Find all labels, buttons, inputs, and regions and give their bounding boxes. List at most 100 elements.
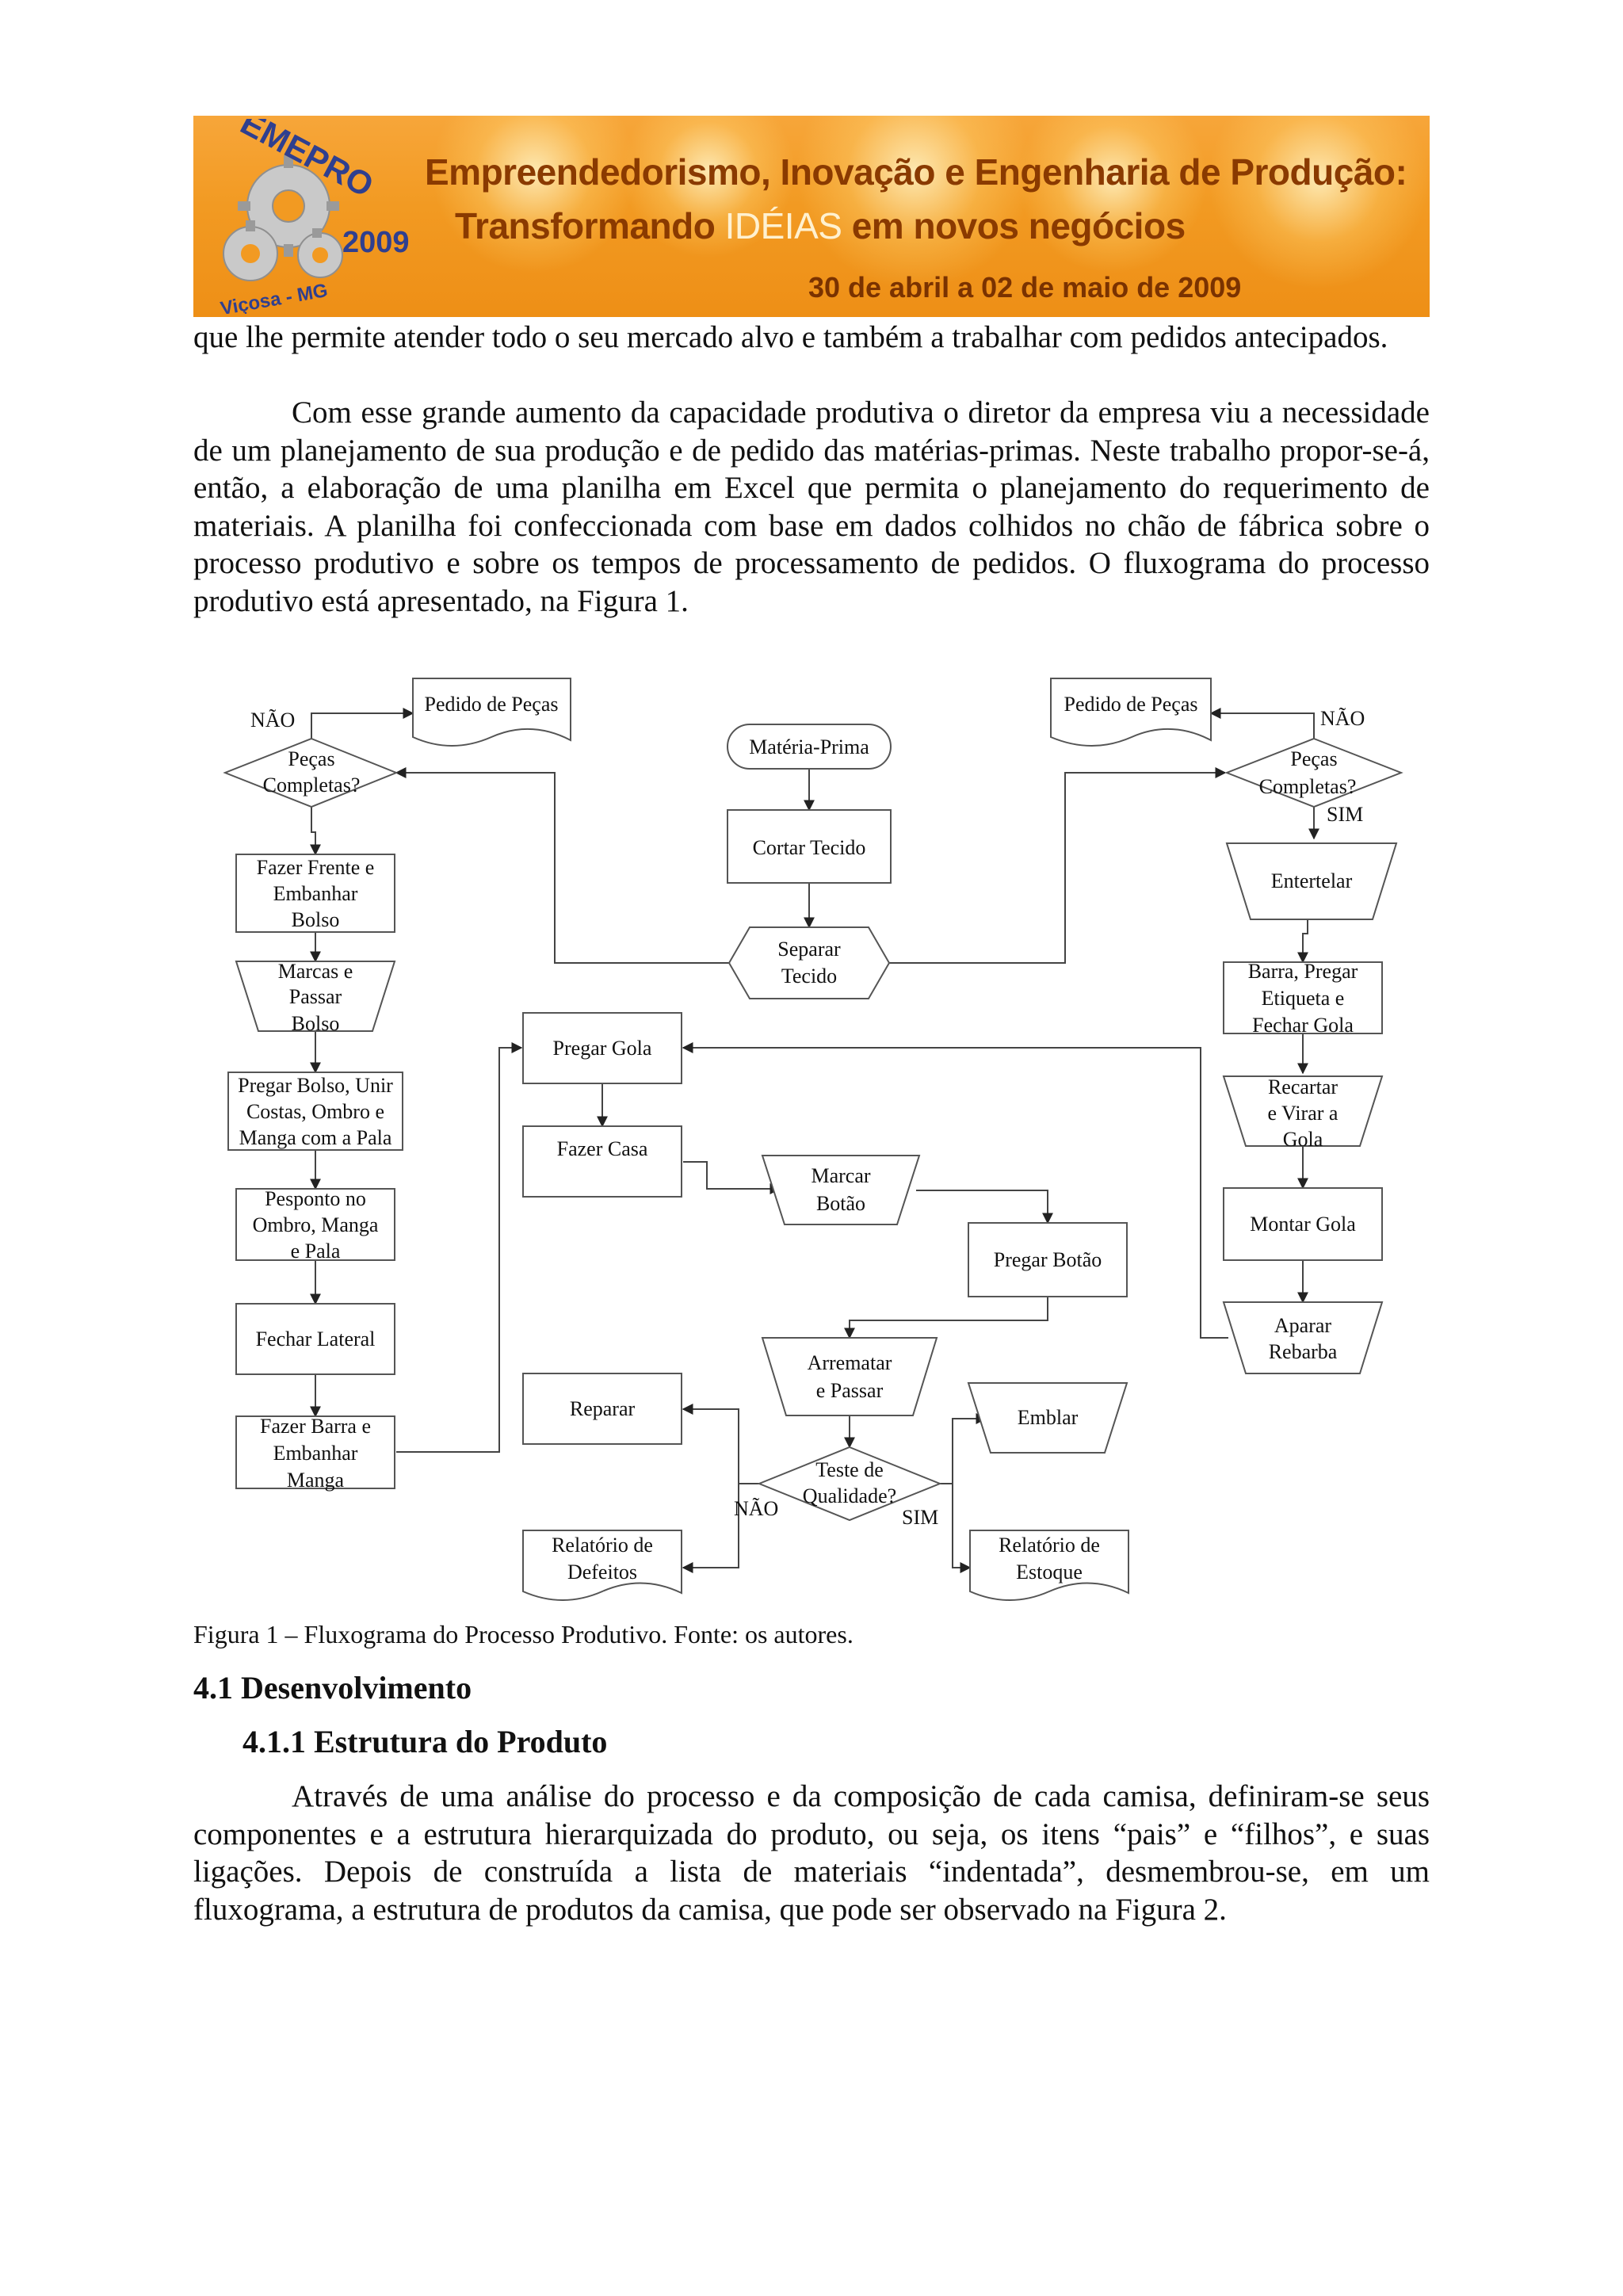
node-arrematar: Arrematar e Passar: [762, 1338, 937, 1415]
subsection-heading: 4.1.1 Estrutura do Produto: [242, 1723, 607, 1760]
node-aparar-rebarba: Aparar Rebarba: [1224, 1302, 1382, 1373]
svg-text:Montar Gola: Montar Gola: [1250, 1213, 1356, 1236]
svg-text:Relatório de: Relatório de: [552, 1534, 653, 1557]
svg-text:Estoque: Estoque: [1016, 1561, 1083, 1584]
svg-text:Entertelar: Entertelar: [1271, 869, 1353, 892]
svg-text:Fazer Frente e: Fazer Frente e: [257, 856, 375, 879]
node-pecas-completas-right: Peças Completas?: [1227, 739, 1401, 807]
edge-teste-emblar: [940, 1419, 986, 1484]
svg-text:Pregar Botão: Pregar Botão: [994, 1248, 1102, 1271]
svg-text:Peças: Peças: [1290, 747, 1337, 770]
svg-text:Fazer Casa: Fazer Casa: [557, 1137, 648, 1160]
svg-text:Gola: Gola: [1283, 1128, 1323, 1151]
svg-text:Defeitos: Defeitos: [567, 1561, 637, 1584]
svg-text:Pregar Gola: Pregar Gola: [553, 1037, 652, 1060]
svg-text:Embanhar: Embanhar: [273, 882, 358, 905]
node-relatorio-estoque: Relatório de Estoque: [970, 1530, 1128, 1600]
label-nao-left: NÃO: [250, 709, 295, 732]
svg-text:Emblar: Emblar: [1018, 1406, 1079, 1429]
svg-text:Embanhar: Embanhar: [273, 1442, 358, 1465]
svg-text:Reparar: Reparar: [570, 1397, 636, 1420]
node-fazer-frente: Fazer Frente e Embanhar Bolso: [236, 854, 395, 932]
node-pregar-bolso: Pregar Bolso, Unir Costas, Ombro e Manga…: [228, 1072, 403, 1150]
section-heading: 4.1 Desenvolvimento: [193, 1669, 472, 1706]
node-recartar: Recartar e Virar a Gola: [1224, 1075, 1382, 1151]
label-nao-right: NÃO: [1320, 707, 1365, 730]
svg-text:Completas?: Completas?: [1259, 775, 1357, 798]
svg-text:Marcar: Marcar: [811, 1164, 870, 1187]
node-cortar-tecido: Cortar Tecido: [727, 810, 891, 883]
node-pecas-completas-left: Peças Completas?: [225, 739, 396, 807]
node-pedido-pecas-left: Pedido de Peças: [413, 678, 571, 746]
node-fazer-barra: Fazer Barra e Embanhar Manga: [236, 1415, 395, 1492]
node-emblar: Emblar: [968, 1383, 1127, 1453]
svg-text:Bolso: Bolso: [292, 1012, 340, 1035]
paragraph-3: Através de uma análise do processo e da …: [193, 1778, 1430, 1928]
edge-fazerbarra-pregargola: [396, 1048, 521, 1452]
svg-text:Ombro, Manga: Ombro, Manga: [253, 1213, 379, 1236]
svg-text:Fechar Gola: Fechar Gola: [1252, 1014, 1354, 1037]
edge-pregarbotao-arrematar: [850, 1297, 1048, 1338]
svg-text:Tecido: Tecido: [781, 965, 837, 988]
node-reparar: Reparar: [523, 1373, 682, 1444]
node-pregar-gola: Pregar Gola: [523, 1013, 682, 1083]
edge-teste-reparar: [683, 1409, 761, 1484]
svg-text:e Passar: e Passar: [816, 1379, 884, 1402]
node-materia-prima: Matéria-Prima: [727, 724, 891, 769]
svg-text:Peças: Peças: [288, 747, 334, 770]
node-relatorio-defeitos: Relatório de Defeitos: [523, 1530, 682, 1600]
svg-text:Manga com a Pala: Manga com a Pala: [239, 1126, 392, 1149]
svg-text:Pedido de Peças: Pedido de Peças: [425, 693, 559, 716]
svg-text:Passar: Passar: [289, 985, 342, 1008]
svg-text:Costas, Ombro e: Costas, Ombro e: [246, 1100, 384, 1123]
svg-text:Qualidade?: Qualidade?: [803, 1484, 896, 1507]
edge-teste-estoque: [953, 1484, 970, 1568]
svg-text:Fazer Barra e: Fazer Barra e: [260, 1415, 371, 1438]
svg-text:Fechar Lateral: Fechar Lateral: [256, 1328, 376, 1350]
svg-text:Teste de: Teste de: [815, 1458, 884, 1481]
edge-aparar-pregargola: [683, 1048, 1228, 1338]
node-barra-pregar-etiqueta: Barra, Pregar Etiqueta e Fechar Gola: [1224, 960, 1382, 1037]
node-pregar-botao: Pregar Botão: [968, 1223, 1127, 1297]
svg-text:Etiqueta e: Etiqueta e: [1262, 987, 1345, 1010]
label-nao-teste: NÃO: [734, 1497, 778, 1520]
edge-marcar-pregarbotao: [916, 1190, 1048, 1223]
node-marcas-passar-bolso: Marcas e Passar Bolso: [236, 960, 395, 1035]
node-fazer-casa: Fazer Casa: [523, 1126, 682, 1197]
svg-text:Marcas e: Marcas e: [278, 960, 353, 983]
svg-text:Matéria-Prima: Matéria-Prima: [749, 735, 869, 758]
svg-text:Pedido de Peças: Pedido de Peças: [1064, 693, 1198, 716]
svg-text:Botão: Botão: [816, 1192, 865, 1215]
svg-text:Separar: Separar: [777, 938, 841, 961]
svg-text:e Pala: e Pala: [291, 1240, 341, 1263]
label-sim-right: SIM: [1327, 803, 1363, 826]
edge-pecas-fazerfrente: [311, 807, 315, 854]
node-separar-tecido: Separar Tecido: [729, 927, 889, 999]
node-pedido-pecas-right: Pedido de Peças: [1051, 678, 1211, 746]
svg-text:e Virar a: e Virar a: [1268, 1102, 1338, 1125]
edge-separar-pecas-left: [396, 773, 731, 963]
node-marcar-botao: Marcar Botão: [762, 1156, 919, 1224]
svg-text:Manga: Manga: [287, 1469, 345, 1492]
svg-text:Pesponto no: Pesponto no: [265, 1187, 366, 1210]
edge-nao-pedido-left: [311, 713, 413, 739]
svg-text:Cortar Tecido: Cortar Tecido: [753, 836, 866, 859]
svg-text:Recartar: Recartar: [1268, 1075, 1338, 1098]
svg-text:Pregar Bolso, Unir: Pregar Bolso, Unir: [238, 1074, 393, 1097]
label-sim-teste: SIM: [902, 1506, 938, 1529]
svg-text:Arrematar: Arrematar: [808, 1351, 892, 1374]
svg-text:Rebarba: Rebarba: [1269, 1340, 1338, 1363]
edge-teste-defeitos: [683, 1484, 739, 1568]
node-entretelar: Entertelar: [1227, 843, 1396, 919]
edge-nao-pedido-right: [1211, 713, 1314, 739]
node-fechar-lateral: Fechar Lateral: [236, 1304, 395, 1374]
svg-text:Completas?: Completas?: [263, 774, 361, 797]
figure-caption: Figura 1 – Fluxograma do Processo Produt…: [193, 1620, 854, 1649]
svg-text:Aparar: Aparar: [1274, 1314, 1332, 1337]
edge-entretelar-barra: [1303, 919, 1308, 962]
svg-text:Barra, Pregar: Barra, Pregar: [1248, 960, 1358, 983]
node-pesponto: Pesponto no Ombro, Manga e Pala: [236, 1187, 395, 1263]
node-montar-gola: Montar Gola: [1224, 1188, 1382, 1260]
svg-text:Bolso: Bolso: [292, 908, 340, 931]
